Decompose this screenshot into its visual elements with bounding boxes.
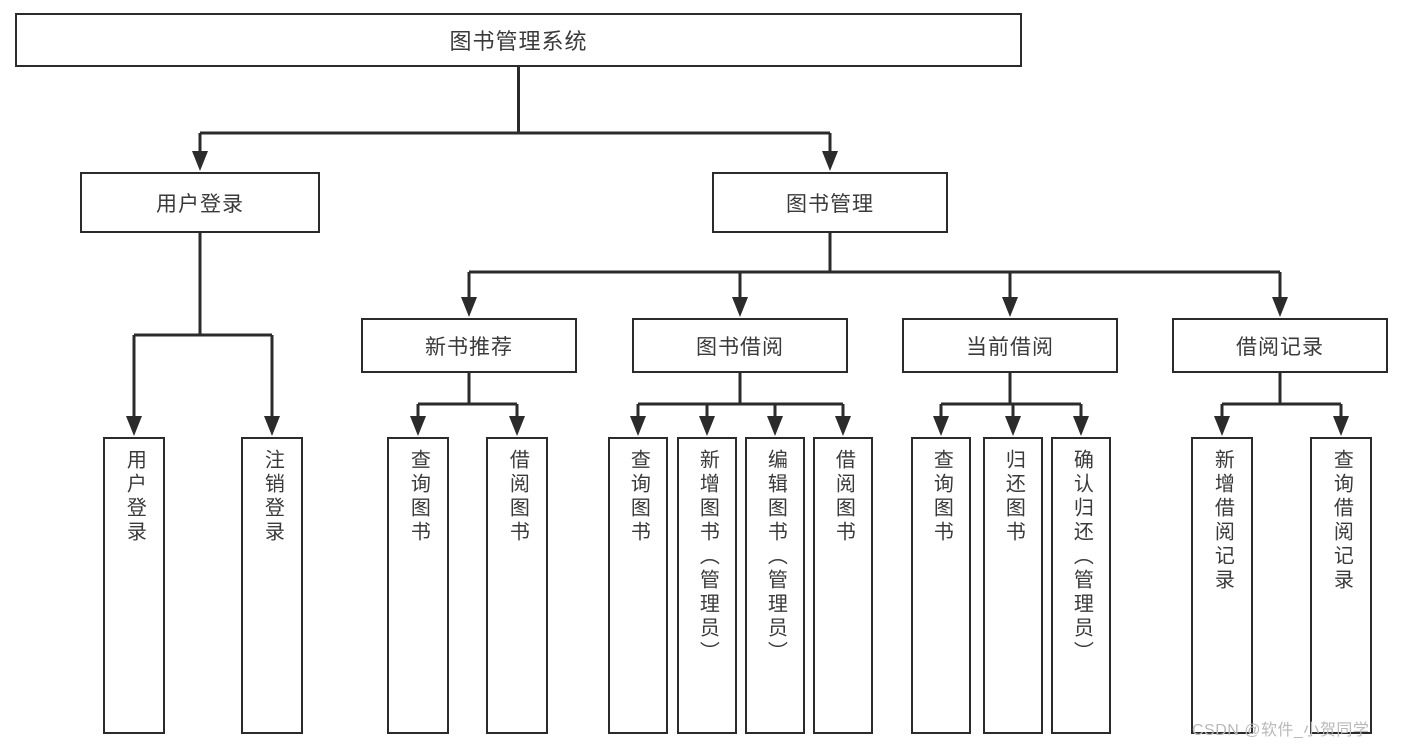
node-label: 借阅图书 [832, 449, 855, 545]
node-label: 查询图书 [407, 449, 430, 545]
node-book-borrow[interactable]: 图书借阅 [632, 318, 848, 373]
node-book-manage[interactable]: 图书管理 [712, 172, 948, 233]
node-label: 当前借阅 [966, 335, 1054, 359]
node-label: 图书借阅 [696, 335, 784, 359]
node-label: 借阅记录 [1236, 335, 1324, 359]
node-label: 确认归还（管理员） [1070, 449, 1093, 665]
node-label: 查询图书 [930, 449, 953, 545]
node-label: 新增借阅记录 [1211, 449, 1234, 593]
node-label: 注销登录 [261, 449, 284, 545]
node-label: 用户登录 [123, 449, 146, 545]
node-label: 查询图书 [627, 449, 650, 545]
node-label: 归还图书 [1002, 449, 1025, 545]
node-leaf-edit-book[interactable]: 编辑图书（管理员） [745, 437, 805, 734]
node-label: 借阅图书 [506, 449, 529, 545]
node-leaf-confirm-return[interactable]: 确认归还（管理员） [1051, 437, 1111, 734]
node-new-book-rec[interactable]: 新书推荐 [361, 318, 577, 373]
node-leaf-add-book[interactable]: 新增图书（管理员） [677, 437, 737, 734]
node-leaf-user-logout[interactable]: 注销登录 [241, 437, 303, 734]
node-label: 图书管理 [786, 192, 874, 216]
node-leaf-borrow-book-1[interactable]: 借阅图书 [486, 437, 548, 734]
node-leaf-query-book-1[interactable]: 查询图书 [387, 437, 449, 734]
node-leaf-query-book-2[interactable]: 查询图书 [608, 437, 668, 734]
node-root[interactable]: 图书管理系统 [15, 13, 1022, 67]
node-borrow-record[interactable]: 借阅记录 [1172, 318, 1388, 373]
node-label: 图书管理系统 [449, 29, 588, 54]
node-label: 新书推荐 [425, 335, 513, 359]
node-current-borrow[interactable]: 当前借阅 [902, 318, 1118, 373]
node-label: 查询借阅记录 [1330, 449, 1353, 593]
node-leaf-query-record[interactable]: 查询借阅记录 [1310, 437, 1372, 734]
node-leaf-query-book-3[interactable]: 查询图书 [911, 437, 971, 734]
node-leaf-borrow-book-2[interactable]: 借阅图书 [813, 437, 873, 734]
node-label: 编辑图书（管理员） [764, 449, 787, 665]
node-label: 新增图书（管理员） [696, 449, 719, 665]
node-leaf-return-book[interactable]: 归还图书 [983, 437, 1043, 734]
node-label: 用户登录 [156, 192, 244, 216]
node-leaf-user-login[interactable]: 用户登录 [103, 437, 165, 734]
node-leaf-add-record[interactable]: 新增借阅记录 [1191, 437, 1253, 734]
node-user-login[interactable]: 用户登录 [80, 172, 320, 233]
